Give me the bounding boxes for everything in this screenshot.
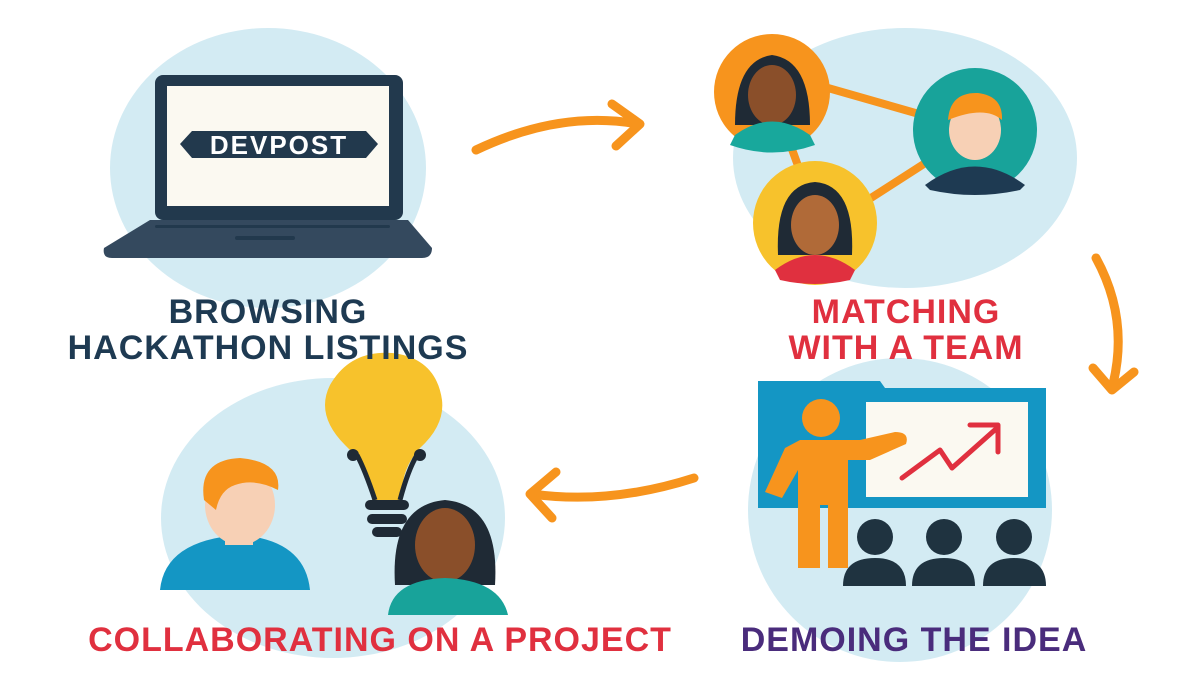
title-line: BROWSING: [168, 293, 368, 331]
lightbulb-icon: [325, 352, 443, 537]
step-demoing-title: DEMOING THE IDEA: [741, 622, 1088, 658]
step-collaborating-title: COLLABORATING ON A PROJECT: [88, 622, 672, 658]
audience-icon: [843, 519, 1046, 586]
step-collaborating: [160, 352, 508, 658]
laptop-icon: DEVPOST: [103, 75, 433, 258]
avatar-woman-2: [753, 161, 877, 285]
title-line: DEMOING THE IDEA: [740, 621, 1088, 659]
step-matching-title: MATCHING WITH A TEAM: [788, 294, 1023, 366]
step-browsing: DEVPOST: [103, 28, 433, 308]
avatar-woman: [388, 500, 508, 615]
step-demoing: [748, 358, 1052, 662]
arrow-down-icon: [1088, 253, 1139, 395]
arrow-left-icon: [525, 467, 699, 523]
title-line: HACKATHON LISTINGS: [67, 329, 469, 367]
step-matching: [714, 28, 1077, 288]
title-line: COLLABORATING ON A PROJECT: [88, 621, 672, 659]
devpost-logo-text: DEVPOST: [210, 130, 348, 160]
devpost-logo: DEVPOST: [180, 130, 378, 160]
avatar-man: [913, 68, 1037, 195]
avatar-man: [160, 458, 310, 590]
presenter-icon: [765, 399, 907, 568]
step-browsing-title: BROWSING HACKATHON LISTINGS: [68, 294, 469, 366]
arrow-right-icon: [471, 99, 645, 155]
avatar-woman-1: [714, 34, 830, 153]
title-line: WITH A TEAM: [788, 329, 1024, 367]
title-line: MATCHING: [811, 293, 1001, 331]
